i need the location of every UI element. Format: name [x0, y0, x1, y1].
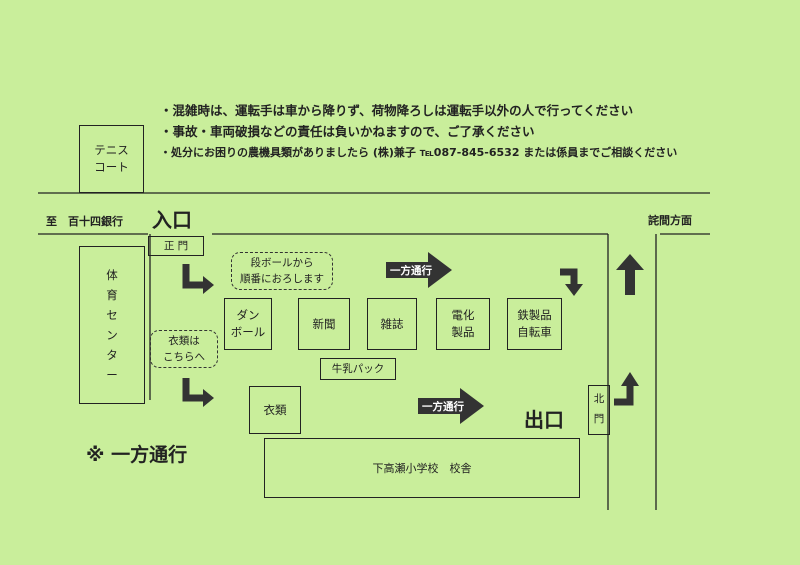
station-clothes: 衣類 — [249, 386, 301, 434]
north-gate: 北 門 — [588, 385, 610, 435]
station-newspaper: 新聞 — [298, 298, 350, 350]
one-way-arrow-bottom — [418, 388, 484, 424]
turn-arrow-entrance — [182, 264, 203, 289]
entrance-label: 入口 — [152, 208, 192, 232]
notice-1: ・混雑時は、運転手は車から降りず、荷物降ろしは運転手以外の人で行ってください — [160, 103, 634, 118]
bubble-clothes-note: 衣類は こちらへ — [150, 330, 218, 368]
turn-arrow-entrance-head — [203, 276, 214, 294]
direction-label-takuma: 詫間方面 — [648, 214, 692, 227]
gym-label: 体 育 セ ン タ ー — [106, 268, 118, 382]
notice-2: ・事故・車両破損などの責任は負いかねますので、ご了承ください — [160, 124, 535, 139]
tennis-court: テニス コート — [79, 125, 144, 193]
exit-label: 出口 — [524, 408, 564, 432]
turn-arrow-exit-down-head — [565, 284, 583, 296]
notice-3: ・処分にお困りの農機具類がありましたら (株)兼子 ℡087-845-6532 … — [160, 146, 678, 159]
station-bicycles: 鉄製品 自転車 — [507, 298, 562, 350]
north-gate-label: 北 門 — [593, 393, 605, 425]
turn-arrow-north-gate-head — [621, 372, 639, 386]
station-magazine: 雑誌 — [367, 298, 417, 350]
one-way-arrow-top — [386, 252, 452, 288]
one-way-top-label: 一方通行 — [390, 265, 432, 277]
station-cardboard: ダン ボール — [224, 298, 272, 350]
gym-building: 体 育 セ ン タ ー — [79, 246, 145, 404]
station-milk-carton: 牛乳パック — [320, 358, 396, 380]
turn-arrow-exit-down — [560, 268, 578, 284]
station-appliances: 電化 製品 — [436, 298, 490, 350]
one-way-bottom-label: 一方通行 — [422, 401, 464, 413]
turn-arrow-north-gate — [614, 386, 634, 406]
turn-arrow-clothes-head — [203, 389, 214, 407]
direction-label-bank: 至 百十四銀行 — [46, 215, 123, 228]
one-way-note: ※ 一方通行 — [86, 444, 188, 466]
bubble-cardboard-note: 段ボールから 順番におろします — [231, 252, 333, 290]
turn-arrow-clothes — [182, 378, 203, 402]
school-building: 下高瀬小学校 校舎 — [264, 438, 580, 498]
main-gate: 正 門 — [148, 236, 204, 256]
up-arrow-right-road — [616, 254, 644, 295]
